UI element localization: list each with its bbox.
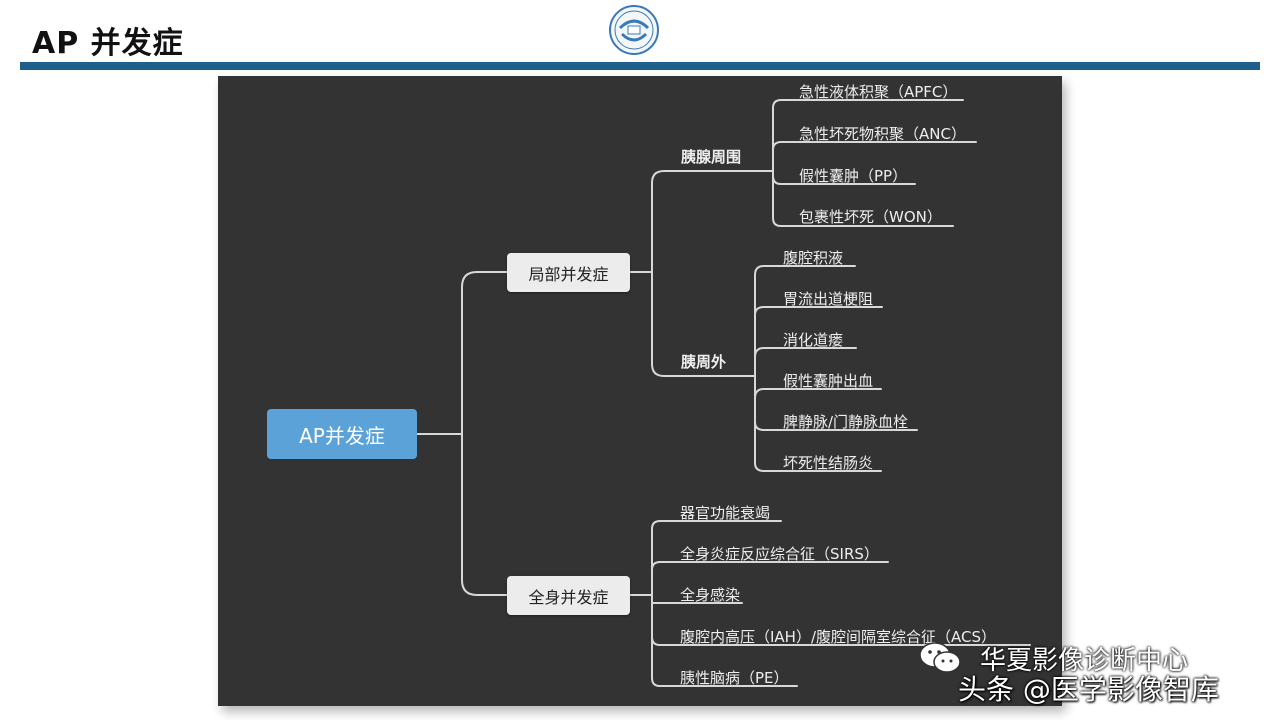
hospital-logo [609, 5, 659, 55]
slide-title: AP 并发症 [32, 26, 184, 61]
list-item: 腹腔内高压（IAH）/腹腔间隔室综合征（ACS） [680, 628, 997, 646]
list-item: 假性囊肿出血 [783, 372, 874, 390]
watermark: 华夏影像诊断中心 头条 @医学影像智库 [918, 640, 1258, 710]
list-item: 包裹性坏死（WON） [799, 208, 942, 226]
list-item: 腹腔积液 [783, 249, 844, 267]
local-complications-node: 局部并发症 [507, 253, 630, 292]
watermark-line-2: 头条 @医学影像智库 [958, 673, 1219, 706]
watermark-line-1: 华夏影像诊断中心 [980, 646, 1189, 676]
list-item: 全身感染 [680, 586, 741, 604]
list-item: 全身炎症反应综合征（SIRS） [680, 545, 879, 563]
root-node: AP并发症 [267, 409, 417, 459]
list-item: 胃流出道梗阻 [783, 290, 874, 308]
peripancreatic-label: 胰腺周围 [681, 148, 742, 166]
systemic-complications-node: 全身并发症 [507, 576, 630, 615]
list-item: 消化道瘘 [783, 331, 844, 349]
list-item: 急性液体积聚（APFC） [799, 83, 958, 101]
list-item: 脾静脉/门静脉血栓 [783, 413, 909, 431]
list-item: 器官功能衰竭 [680, 504, 771, 522]
extrapancreatic-label: 胰周外 [681, 353, 727, 371]
list-item: 急性坏死物积聚（ANC） [799, 125, 966, 143]
mindmap-panel: AP并发症 局部并发症 全身并发症 胰腺周围 胰周外 急性液体积聚（APFC） … [218, 76, 1062, 706]
list-item: 坏死性结肠炎 [783, 454, 874, 472]
list-item: 假性囊肿（PP） [799, 167, 908, 185]
list-item: 胰性脑病（PE） [680, 669, 789, 687]
connector-lines [416, 99, 1031, 687]
wechat-icon [919, 642, 961, 673]
title-divider [20, 62, 1260, 70]
